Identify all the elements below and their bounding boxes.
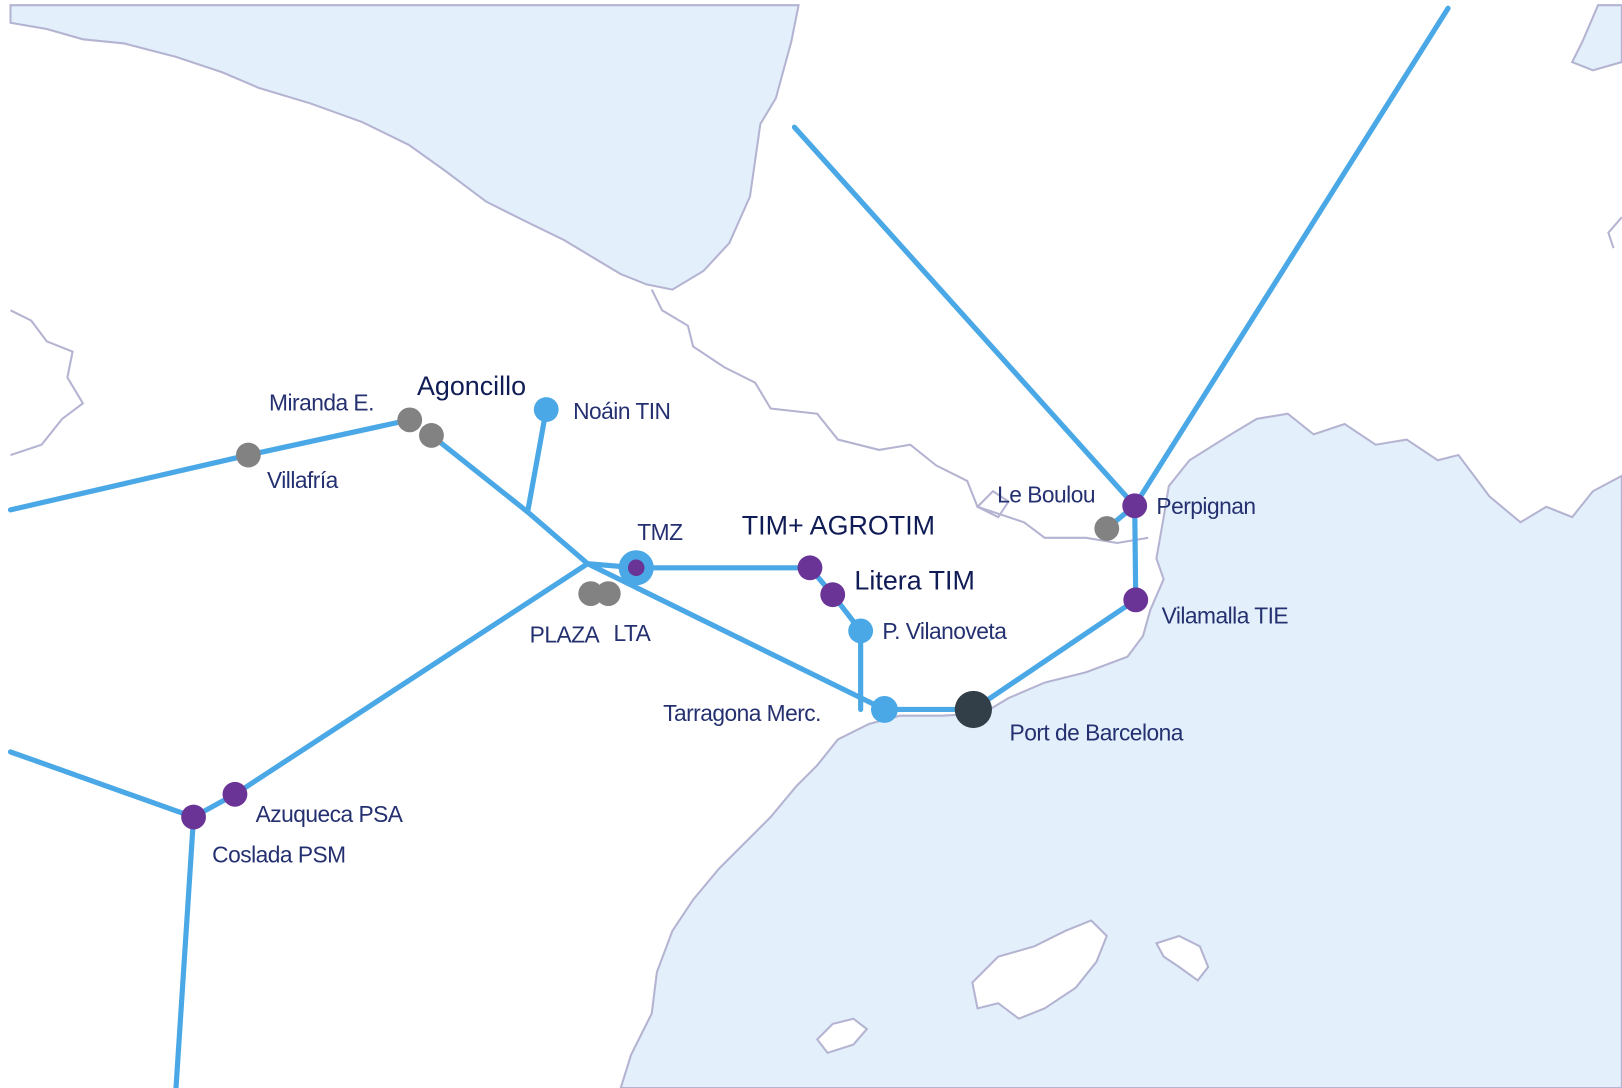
- mediterranean-sea: [619, 412, 1622, 1088]
- route-perpignan-north: [1132, 5, 1451, 509]
- label-tim-agrotim: TIM+ AGROTIM: [742, 511, 935, 541]
- sea-northeast: [1570, 4, 1622, 72]
- terminal-tmz[interactable]: [627, 559, 645, 577]
- label-vilanoveta: P. Vilanoveta: [882, 618, 1007, 644]
- island-mallorca: [971, 919, 1109, 1020]
- route-agoncillo-tmz: [428, 432, 639, 571]
- label-vilamalla: Vilamalla TIE: [1162, 603, 1289, 629]
- terminal-plaza[interactable]: [578, 581, 604, 607]
- label-azuqueca: Azuqueca PSA: [256, 801, 404, 827]
- terminal-tim-agrotim[interactable]: [797, 555, 823, 581]
- route-noain: [525, 406, 549, 515]
- terminal-vilamalla[interactable]: [1123, 587, 1149, 613]
- terminal-litera[interactable]: [820, 582, 846, 608]
- label-plaza: PLAZA: [530, 621, 601, 647]
- route-tmz-tarragona: [585, 561, 888, 713]
- label-tmz: TMZ: [637, 519, 683, 545]
- label-coslada: Coslada PSM: [212, 842, 345, 868]
- terminal-lta[interactable]: [595, 581, 621, 607]
- label-perpignan: Perpignan: [1156, 493, 1255, 519]
- island-ibiza: [815, 1017, 869, 1055]
- route-zaragoza-madrid: [190, 561, 591, 820]
- route-tarragona-perpignan: [881, 503, 1139, 713]
- border-andorra: [975, 489, 1010, 519]
- bay-of-biscay: [9, 4, 800, 291]
- border-portugal: [10, 309, 85, 457]
- label-agoncillo: Agoncillo: [417, 371, 526, 401]
- coast-right: [1607, 216, 1622, 249]
- border-france-spain: [650, 289, 1149, 545]
- terminal-vilanoveta[interactable]: [848, 618, 874, 644]
- terminal-coslada[interactable]: [181, 804, 206, 830]
- route-perpignan-northwest: [791, 124, 1138, 509]
- label-litera: Litera TIM: [854, 566, 974, 596]
- terminal-villafria[interactable]: [235, 442, 261, 468]
- label-lta: LTA: [613, 620, 651, 646]
- terminal-noain[interactable]: [533, 397, 559, 422]
- terminal-miranda[interactable]: [397, 407, 423, 433]
- route-madrid-south: [173, 814, 197, 1088]
- label-villafria: Villafría: [267, 467, 339, 493]
- route-villafria-miranda: [7, 417, 413, 513]
- terminal-azuqueca[interactable]: [222, 781, 248, 807]
- terminal-agoncillo[interactable]: [419, 422, 444, 448]
- terminal-labels: Miranda E. Agoncillo Noáin TIN Villafría…: [212, 371, 1289, 868]
- island-menorca: [1154, 934, 1210, 982]
- terminal-le-boulou[interactable]: [1094, 516, 1120, 541]
- terminal-perpignan[interactable]: [1122, 493, 1148, 519]
- label-tarragona: Tarragona Merc.: [663, 700, 821, 726]
- label-port-barcelona: Port de Barcelona: [1010, 720, 1184, 746]
- terminal-tarragona[interactable]: [870, 696, 898, 723]
- label-le-boulou: Le Boulou: [997, 482, 1095, 508]
- label-miranda: Miranda E.: [269, 390, 374, 416]
- terminals: [181, 397, 1149, 830]
- route-madrid-west: [7, 749, 197, 820]
- terminal-port-barcelona[interactable]: [954, 690, 992, 729]
- label-noain: Noáin TIN: [573, 398, 670, 424]
